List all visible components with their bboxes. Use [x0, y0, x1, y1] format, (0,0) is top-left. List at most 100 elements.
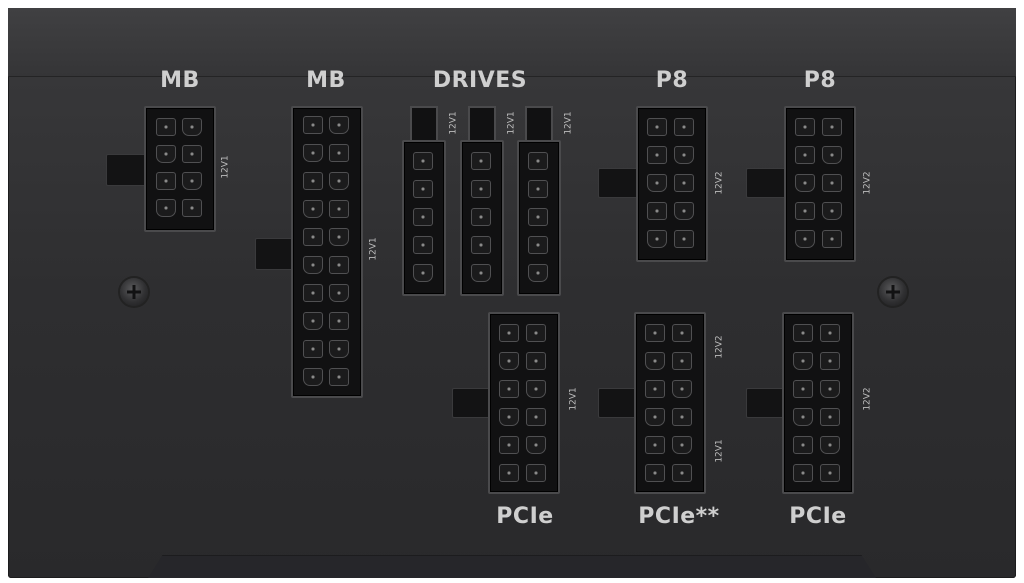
pin [526, 380, 546, 398]
rail-label: 12V2 [862, 171, 873, 195]
pin [499, 380, 519, 398]
pin [156, 118, 176, 136]
pin [793, 352, 813, 370]
rail-label: 12V1 [714, 439, 725, 463]
pin [672, 352, 692, 370]
latch [255, 238, 297, 270]
pin [329, 116, 349, 134]
pin [471, 264, 491, 282]
rail-label: 12V1 [368, 237, 379, 261]
pin [329, 172, 349, 190]
pin [795, 230, 815, 248]
pin [647, 146, 667, 164]
pin [674, 146, 694, 164]
pin [413, 180, 433, 198]
pin [303, 284, 323, 302]
pin [526, 408, 546, 426]
pin [820, 324, 840, 342]
rail-label: 12V2 [862, 387, 873, 411]
pin [182, 172, 202, 190]
connector-housing [517, 140, 561, 296]
pin [672, 436, 692, 454]
pin [820, 380, 840, 398]
pin [672, 380, 692, 398]
pin [329, 228, 349, 246]
pin [528, 236, 548, 254]
connector-housing [291, 106, 363, 398]
connector-pcie-left[interactable] [452, 312, 562, 494]
pin [329, 200, 349, 218]
pin [793, 408, 813, 426]
pin [820, 408, 840, 426]
label-pcie-left: PCIe [496, 504, 554, 529]
pin [182, 145, 202, 163]
pin [822, 118, 842, 136]
pin [526, 324, 546, 342]
pin [329, 144, 349, 162]
latch [598, 168, 640, 198]
connector-housing [144, 106, 216, 232]
pin [645, 324, 665, 342]
connector-drive-3[interactable] [517, 106, 561, 296]
latch [525, 106, 553, 142]
pin [303, 340, 323, 358]
pin [672, 464, 692, 482]
pin [795, 146, 815, 164]
pin [528, 180, 548, 198]
label-drives: DRIVES [432, 68, 528, 93]
pin [674, 230, 694, 248]
pin [156, 172, 176, 190]
connector-p8-right[interactable] [746, 106, 858, 262]
pin [793, 436, 813, 454]
latch [106, 154, 148, 186]
pin [303, 116, 323, 134]
pin [471, 180, 491, 198]
latch [598, 388, 640, 418]
pin [303, 172, 323, 190]
pin [645, 464, 665, 482]
connector-p8-left[interactable] [598, 106, 710, 262]
label-mb-large: MB [306, 68, 346, 93]
rail-label: 12V2 [714, 335, 725, 359]
pin [182, 118, 202, 136]
label-mb-small: MB [160, 68, 200, 93]
connector-drive-2[interactable] [460, 106, 504, 296]
pin [793, 464, 813, 482]
pin [303, 368, 323, 386]
label-p8-left: P8 [655, 68, 689, 93]
connector-mb-8pin[interactable] [106, 106, 216, 232]
connector-pcie-right[interactable] [746, 312, 858, 494]
pin [793, 380, 813, 398]
pin [528, 208, 548, 226]
pin [672, 408, 692, 426]
rail-label: 12V1 [220, 155, 231, 179]
pin [647, 202, 667, 220]
panel-foot [148, 555, 876, 578]
label-p8-right: P8 [803, 68, 837, 93]
pin [471, 152, 491, 170]
connector-pcie-mid[interactable] [598, 312, 710, 494]
pin [303, 144, 323, 162]
rail-label: 12V1 [568, 387, 579, 411]
pin [499, 324, 519, 342]
pin [329, 340, 349, 358]
pin [528, 264, 548, 282]
connector-drive-1[interactable] [402, 106, 446, 296]
latch [468, 106, 496, 142]
pin [499, 464, 519, 482]
pin [822, 202, 842, 220]
pin [645, 408, 665, 426]
connector-housing [402, 140, 446, 296]
pin [795, 174, 815, 192]
connector-housing [784, 106, 856, 262]
pin [499, 352, 519, 370]
pin [820, 464, 840, 482]
connector-housing [636, 106, 708, 262]
connector-housing [782, 312, 854, 494]
connector-mb-20pin[interactable] [255, 106, 365, 398]
pin [329, 256, 349, 274]
connector-housing [488, 312, 560, 494]
pin [303, 256, 323, 274]
pin [795, 118, 815, 136]
pin [528, 152, 548, 170]
